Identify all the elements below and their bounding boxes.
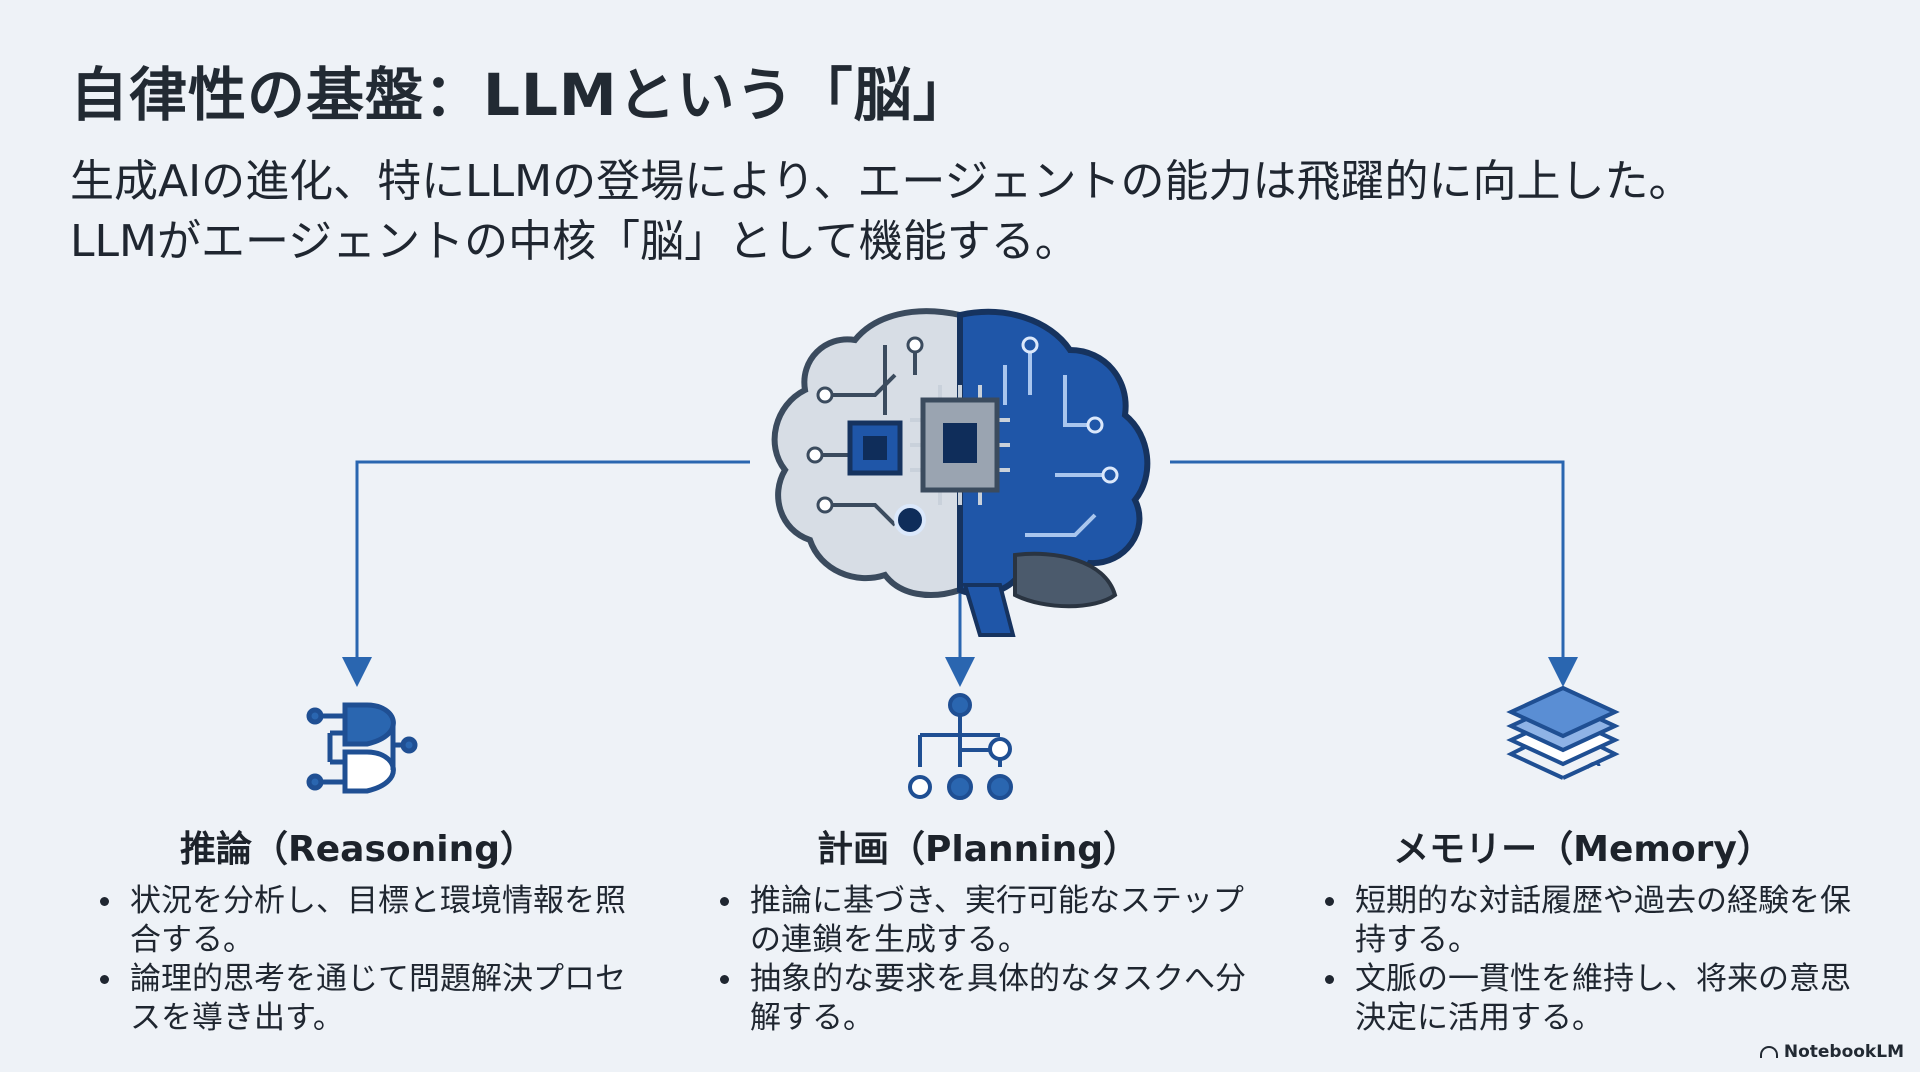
- connector-right: [1170, 462, 1563, 672]
- reasoning-bullet-1: 状況を分析し、目標と環境情報を照合する。: [130, 882, 638, 960]
- planning-bullet-2: 抽象的な要求を具体的なタスクへ分解する。: [750, 960, 1258, 1038]
- reasoning-bullets: 状況を分析し、目標と環境情報を照合する。 論理的思考を通じて問題解決プロセスを導…: [78, 882, 638, 1038]
- reasoning-bullet-2: 論理的思考を通じて問題解決プロセスを導き出す。: [130, 960, 638, 1038]
- connector-left: [357, 462, 750, 672]
- notebooklm-logo-icon: [1760, 1046, 1778, 1058]
- column-reasoning: 推論（Reasoning） 状況を分析し、目標と環境情報を照合する。 論理的思考…: [78, 820, 638, 1038]
- memory-bullet-1: 短期的な対話履歴や過去の経験を保持する。: [1355, 882, 1863, 960]
- memory-heading: メモリー（Memory）: [1303, 820, 1863, 872]
- memory-bullet-2: 文脈の一貫性を維持し、将来の意思決定に活用する。: [1355, 960, 1863, 1038]
- planning-bullets: 推論に基づき、実行可能なステップの連鎖を生成する。 抽象的な要求を具体的なタスク…: [698, 882, 1258, 1038]
- stacked-layers-icon: [1511, 688, 1615, 778]
- flowchart-icon: [910, 695, 1011, 798]
- column-planning: 計画（Planning） 推論に基づき、実行可能なステップの連鎖を生成する。 抽…: [698, 820, 1258, 1038]
- reasoning-heading: 推論（Reasoning）: [78, 820, 638, 872]
- logic-gate-icon: [309, 705, 415, 791]
- brain-circuit-icon: [775, 311, 1148, 635]
- brand-watermark: NotebookLM: [1760, 1042, 1904, 1062]
- column-memory: メモリー（Memory） 短期的な対話履歴や過去の経験を保持する。 文脈の一貫性…: [1303, 820, 1863, 1038]
- brand-label: NotebookLM: [1784, 1042, 1904, 1062]
- planning-bullet-1: 推論に基づき、実行可能なステップの連鎖を生成する。: [750, 882, 1258, 960]
- planning-heading: 計画（Planning）: [698, 820, 1258, 872]
- memory-bullets: 短期的な対話履歴や過去の経験を保持する。 文脈の一貫性を維持し、将来の意思決定に…: [1303, 882, 1863, 1038]
